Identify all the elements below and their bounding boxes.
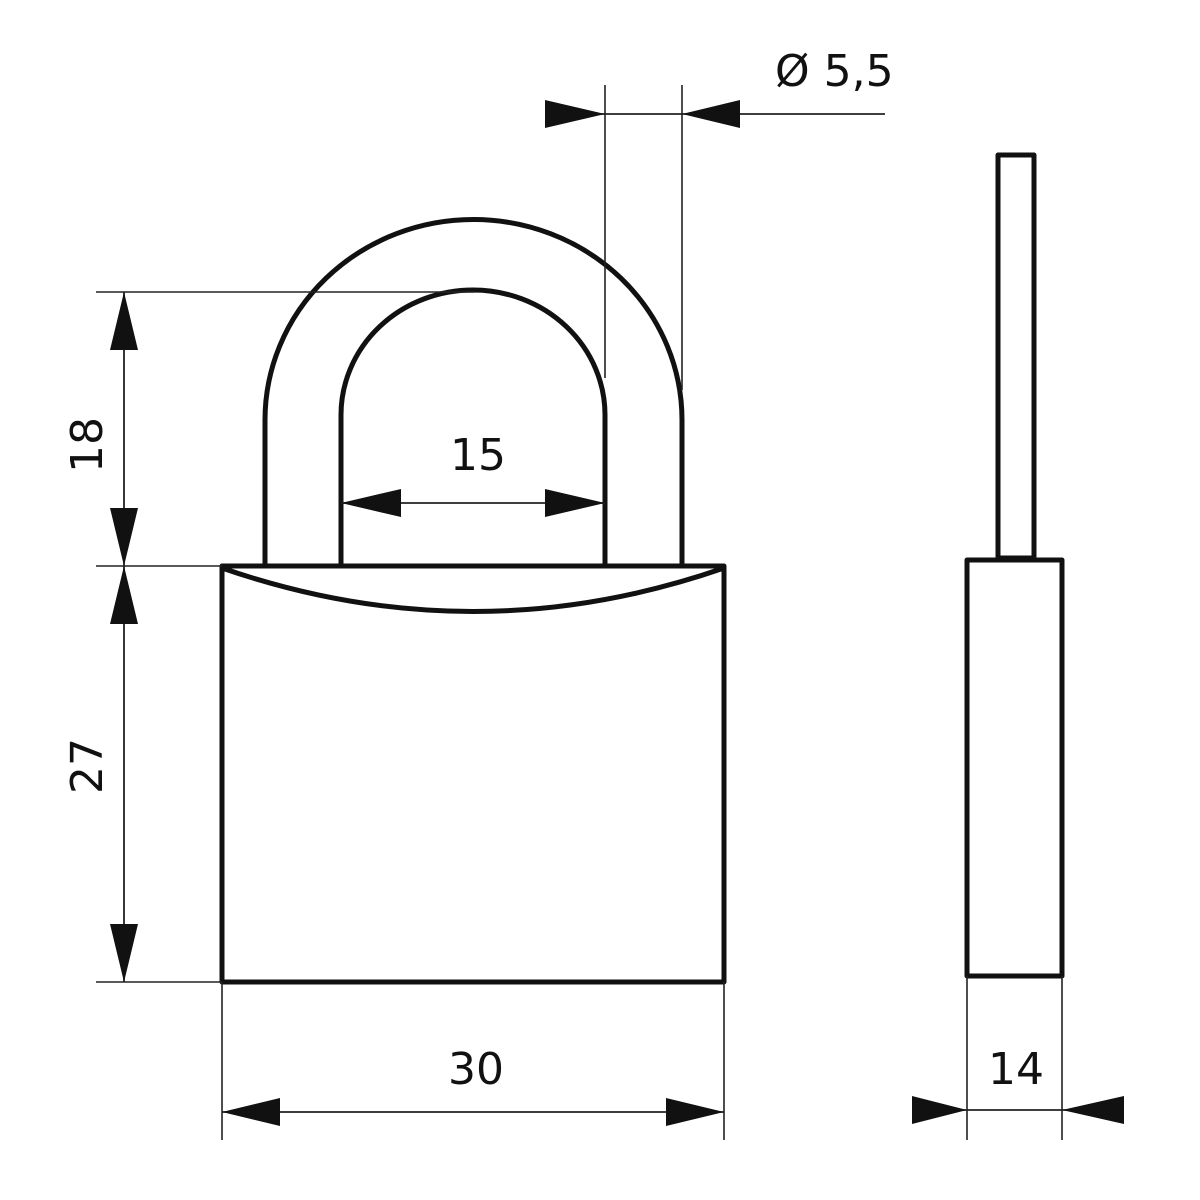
side-body-outline bbox=[964, 557, 1065, 979]
dimension-label-shackle-height: 18 bbox=[62, 417, 113, 473]
arrowhead bbox=[682, 100, 740, 128]
dimension-label-body-height: 27 bbox=[62, 738, 113, 794]
arrowhead bbox=[110, 292, 138, 350]
arrowhead bbox=[222, 1098, 280, 1126]
arrowhead bbox=[341, 489, 401, 517]
lock-body-top-curve bbox=[221, 565, 725, 614]
arrowhead bbox=[110, 566, 138, 624]
dimension-body-height: 27 bbox=[62, 566, 222, 983]
arrowhead bbox=[666, 1098, 724, 1126]
front-view bbox=[219, 217, 727, 985]
arrowhead bbox=[912, 1096, 967, 1124]
arrowhead bbox=[110, 924, 138, 982]
arrowhead bbox=[545, 100, 605, 128]
arrowhead bbox=[110, 508, 138, 566]
dimension-label-inner-width: 15 bbox=[450, 430, 506, 481]
dimension-body-thickness: 14 bbox=[912, 976, 1124, 1140]
dimension-shackle-height: 18 bbox=[62, 291, 475, 567]
dimension-label-body-thickness: 14 bbox=[988, 1044, 1044, 1095]
dimension-shackle-inner-width: 15 bbox=[341, 430, 605, 517]
dimension-body-width: 30 bbox=[221, 982, 725, 1140]
dimension-label-body-width: 30 bbox=[448, 1044, 504, 1095]
arrowhead bbox=[1062, 1096, 1124, 1124]
dimension-label-diameter: Ø 5,5 bbox=[775, 46, 894, 97]
arrowhead bbox=[545, 489, 605, 517]
shackle-inner-outline bbox=[338, 287, 608, 565]
dimension-shackle-diameter: Ø 5,5 bbox=[545, 46, 894, 390]
lock-body-outline bbox=[219, 563, 727, 985]
shackle-outer-outline bbox=[262, 217, 685, 565]
side-view bbox=[964, 152, 1065, 979]
side-shackle-outline bbox=[995, 152, 1037, 561]
